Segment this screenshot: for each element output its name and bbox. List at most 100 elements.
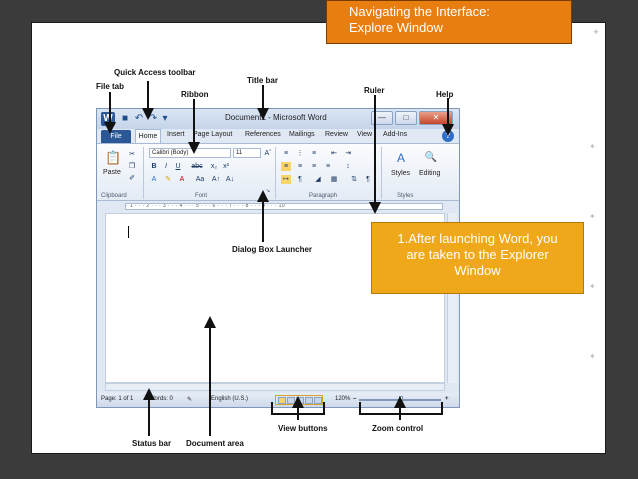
format-painter-icon[interactable]: ✐ (129, 175, 135, 182)
web-layout-icon[interactable] (296, 397, 304, 404)
tab-review[interactable]: Review (325, 131, 348, 138)
numbering-icon[interactable]: ⋮ (296, 150, 304, 157)
grow-font-icon[interactable]: Aˆ (264, 150, 272, 157)
show-marks-icon[interactable]: ¶ (366, 176, 370, 183)
styles-label[interactable]: Styles (391, 170, 411, 177)
tab-file[interactable]: File (101, 130, 131, 143)
cut-icon[interactable]: ✂ (129, 151, 135, 158)
dialog-box-launcher-icon[interactable]: ↘ (265, 188, 271, 194)
ltr-icon[interactable]: ↦ (281, 175, 291, 184)
ribbon-tabs: File Home Insert Page Layout References … (97, 129, 459, 143)
slide-title-line: Explore Window (349, 20, 443, 35)
callout-ribbon: Ribbon (181, 90, 209, 99)
decrease-indent-icon[interactable]: ⇤ (331, 150, 337, 157)
paste-label[interactable]: Paste (103, 169, 121, 176)
customize-icon[interactable]: ▾ (162, 113, 168, 124)
tab-page-layout[interactable]: Page Layout (193, 131, 233, 138)
multilevel-list-icon[interactable]: ≡ (311, 150, 317, 157)
rtl-icon[interactable]: ¶ (298, 176, 302, 183)
zoom-in-icon[interactable]: + (445, 396, 449, 402)
copy-icon[interactable]: ❐ (128, 163, 136, 170)
ornament-icon: ✦ (589, 352, 596, 361)
text-effects-icon[interactable]: A (151, 176, 157, 183)
subscript-icon[interactable]: x₂ (210, 163, 218, 170)
bullets-icon[interactable]: ≡ (283, 150, 289, 157)
tab-references[interactable]: References (245, 131, 281, 138)
paste-icon[interactable]: 📋 (105, 150, 122, 165)
language[interactable]: English (U.S.) (211, 396, 249, 402)
bold-icon[interactable]: B (151, 163, 157, 170)
status-bar: Page: 1 of 1 Words: 0 ✎ English (U.S.) 1… (97, 393, 459, 407)
italic-icon[interactable]: I (165, 163, 167, 170)
tab-view[interactable]: View (357, 131, 373, 138)
close-icon[interactable]: ✕ (419, 111, 453, 125)
proofing-icon[interactable]: ✎ (187, 397, 193, 403)
slide-corner-ornament-icon: ✦ (592, 27, 600, 37)
save-icon[interactable]: ■ (121, 113, 129, 124)
tab-add-ins[interactable]: Add-Ins (383, 131, 408, 138)
ribbon: 📋 Paste ✂ ❐ ✐ Clipboard Calibri (Body) 1… (97, 143, 459, 201)
tab-mailings[interactable]: Mailings (289, 131, 315, 138)
callout-help: Help (436, 90, 454, 99)
title-bar: W ■ ↶ ↷ ▾ Document1 - Microsoft Word — □… (97, 109, 459, 129)
underline-icon[interactable]: U (175, 163, 181, 170)
increase-indent-icon[interactable]: ⇥ (345, 150, 351, 157)
slide-title-line: Navigating the Interface: (349, 4, 490, 19)
ornament-icon: ✦ (589, 212, 596, 221)
line-spacing-icon[interactable]: ↕ (346, 163, 350, 170)
strikethrough-icon[interactable]: abc (191, 163, 203, 170)
ruler[interactable]: · 1 · · · 2 · · · 3 · · · 4 · · · 5 · · … (97, 201, 459, 211)
page-count[interactable]: Page: 1 of 1 (101, 396, 134, 402)
justify-icon[interactable]: ≡ (325, 163, 331, 170)
callout-quick-access-toolbar: Quick Access toolbar (114, 68, 196, 77)
tab-home[interactable]: Home (135, 129, 161, 143)
highlight-icon[interactable]: ✎ (165, 176, 171, 183)
find-icon[interactable]: 🔍 (424, 152, 438, 163)
print-layout-icon[interactable] (278, 397, 286, 404)
group-divider (143, 147, 144, 199)
group-label-font: Font (195, 193, 208, 199)
horizontal-scrollbar[interactable] (105, 383, 445, 391)
undo-icon[interactable]: ↶ (134, 113, 144, 124)
word-count[interactable]: Words: 0 (149, 396, 173, 402)
ruler-bar[interactable]: · 1 · · · 2 · · · 3 · · · 4 · · · 5 · · … (125, 203, 443, 210)
help-icon[interactable]: ? (442, 130, 454, 142)
note-box: 1.After launching Word, you are taken to… (371, 222, 584, 294)
redo-icon[interactable]: ↷ (148, 113, 158, 124)
zoom-out-icon[interactable]: – (353, 396, 357, 402)
superscript-icon[interactable]: x² (223, 163, 229, 170)
change-case-icon[interactable]: Aa (195, 176, 205, 183)
note-line: 1.After launching Word, you (397, 231, 558, 246)
grow-font-icon[interactable]: A↑ (211, 176, 221, 183)
ornament-icon: ✦ (589, 142, 596, 151)
align-center-icon[interactable]: ≡ (297, 163, 303, 170)
group-label-styles: Styles (397, 193, 414, 199)
minimize-icon[interactable]: — (371, 111, 393, 125)
sort-icon[interactable]: ⇅ (351, 176, 357, 183)
outline-icon[interactable] (305, 397, 313, 404)
group-divider (381, 147, 382, 199)
vertical-scrollbar[interactable] (447, 213, 457, 383)
callout-zoom-control: Zoom control (372, 424, 424, 433)
group-divider (275, 147, 276, 199)
callout-document-area: Document area (186, 439, 244, 448)
editing-label[interactable]: Editing (419, 170, 441, 177)
font-size-box[interactable]: 11 (233, 148, 261, 158)
styles-icon[interactable]: A (396, 151, 405, 165)
maximize-icon[interactable]: □ (395, 111, 417, 125)
borders-icon[interactable]: ▦ (330, 176, 338, 183)
callout-view-buttons: View buttons (278, 424, 328, 433)
slide-title: Navigating the Interface: Explore Window (326, 0, 572, 44)
zoom-slider-handle[interactable] (399, 396, 403, 404)
shading-icon[interactable]: ◢ (315, 176, 321, 183)
draft-icon[interactable] (314, 397, 322, 404)
tab-insert[interactable]: Insert (167, 131, 185, 138)
align-left-icon[interactable]: ≡ (281, 162, 291, 171)
zoom-level[interactable]: 120% (335, 396, 351, 402)
font-name-box[interactable]: Calibri (Body) (149, 148, 231, 158)
align-right-icon[interactable]: ≡ (311, 163, 317, 170)
shrink-font-icon[interactable]: A↓ (225, 176, 235, 183)
font-color-icon[interactable]: A (179, 176, 185, 183)
word-app-icon[interactable]: W (101, 112, 115, 126)
full-screen-icon[interactable] (287, 397, 295, 404)
